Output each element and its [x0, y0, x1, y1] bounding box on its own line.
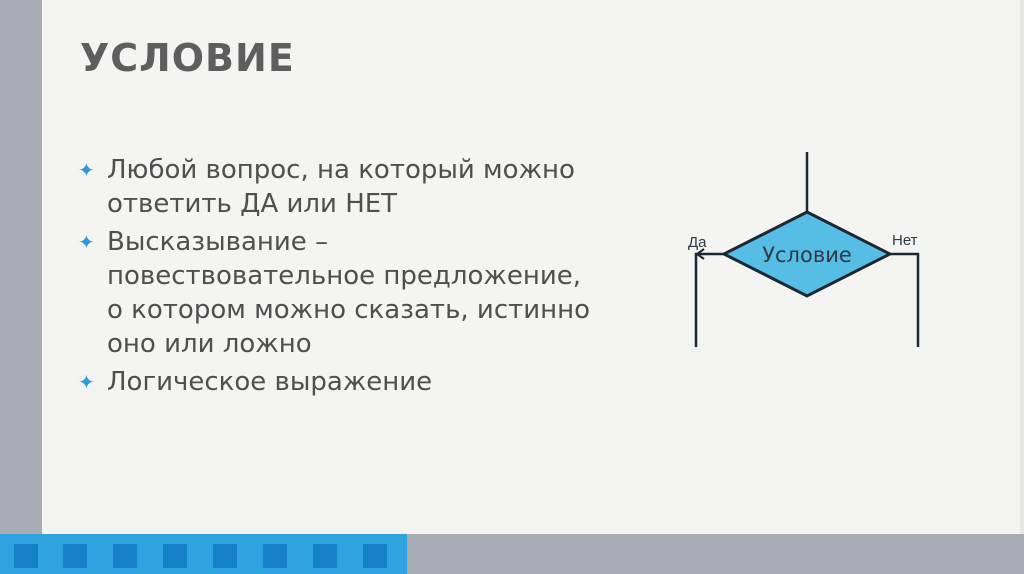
decor-square — [163, 544, 187, 568]
bullet-item: ✦ Любой вопрос, на который можно ответит… — [78, 153, 598, 221]
bullet-item: ✦ Высказывание – повествовательное предл… — [78, 225, 598, 361]
four-pointed-star-icon: ✦ — [78, 370, 95, 394]
decision-diamond — [720, 210, 894, 298]
right-border — [1020, 0, 1024, 534]
bullet-item: ✦ Логическое выражение — [78, 365, 598, 399]
condition-label: Условие — [762, 243, 852, 267]
bullet-text: Высказывание – повествовательное предлож… — [107, 227, 591, 359]
four-pointed-star-icon: ✦ — [78, 158, 95, 182]
decor-square — [63, 544, 87, 568]
yes-label: Да — [688, 234, 707, 251]
arrow-head-icon — [695, 248, 705, 260]
decor-square — [213, 544, 237, 568]
no-label: Нет — [892, 232, 918, 249]
no-branch-line — [890, 252, 920, 347]
four-pointed-star-icon: ✦ — [78, 230, 95, 254]
bullet-text: Любой вопрос, на который можно ответить … — [107, 155, 575, 219]
decor-square — [263, 544, 287, 568]
yes-branch-line — [694, 252, 724, 347]
bottom-accent-bar — [0, 534, 407, 574]
decor-square — [363, 544, 387, 568]
decor-square — [113, 544, 137, 568]
flowchart-decision: Условие Да Нет — [688, 152, 920, 347]
decor-square — [313, 544, 337, 568]
bullet-text: Логическое выражение — [107, 367, 433, 397]
bullet-list: ✦ Любой вопрос, на который можно ответит… — [78, 153, 598, 403]
slide-title: УСЛОВИЕ — [80, 36, 295, 80]
left-sidebar-bar — [0, 0, 42, 534]
decor-square — [14, 544, 38, 568]
